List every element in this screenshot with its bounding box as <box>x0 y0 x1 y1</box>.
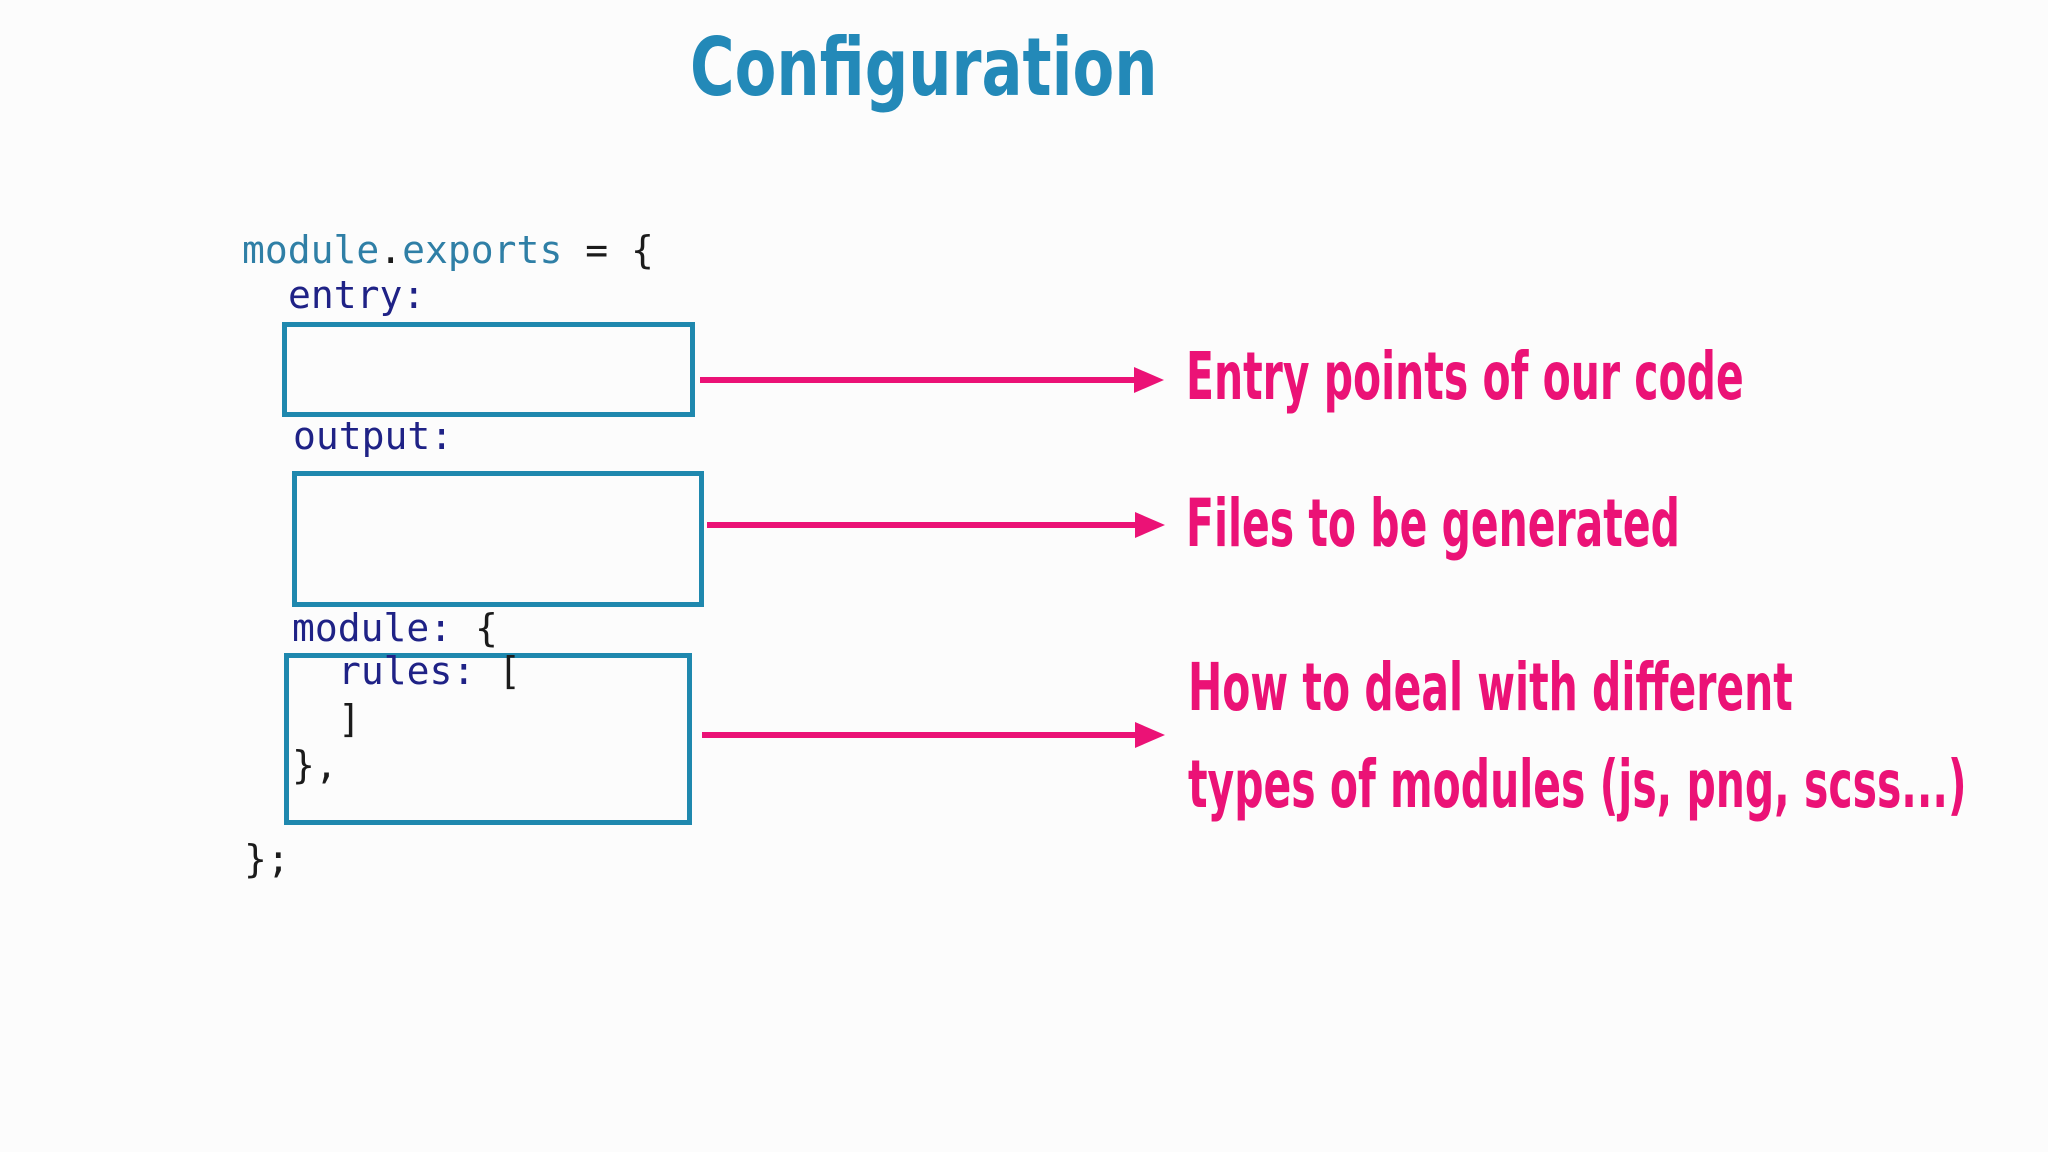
output-annotation: Files to be generated <box>1186 485 1680 562</box>
module-annotation-line-1: How to deal with different <box>1188 649 1793 726</box>
code-token-exports: exports <box>402 228 563 272</box>
entry-arrow-head-icon <box>1134 367 1164 393</box>
code-token-module: module <box>242 228 380 272</box>
code-rules-close-bracket: ] <box>338 697 361 741</box>
output-arrow-line <box>707 522 1140 528</box>
module-annotation-line-2: types of modules (js, png, scss...) <box>1188 746 1967 823</box>
code-keyword-output: output: <box>293 414 454 458</box>
code-token-assignment: = { <box>562 228 654 272</box>
code-token-rules-open-bracket: [ <box>475 649 522 693</box>
module-arrow-head-icon <box>1135 722 1165 748</box>
code-line-module-exports: module.exports = { <box>242 231 654 269</box>
entry-value-box <box>282 322 695 417</box>
module-rules-box <box>284 653 692 825</box>
output-value-box <box>292 471 704 607</box>
code-keyword-entry: entry: <box>288 273 426 317</box>
entry-arrow-line <box>700 377 1140 383</box>
code-token-module-key: module: <box>292 606 453 650</box>
code-token-module-open-brace: { <box>452 606 498 650</box>
module-arrow-line <box>702 732 1140 738</box>
module-annotation: How to deal with different types of modul… <box>1188 639 1967 833</box>
code-module-close-brace: }, <box>292 743 338 787</box>
code-keyword-rules: rules: [ <box>338 652 521 690</box>
code-keyword-module: module: { <box>292 609 498 647</box>
output-arrow-head-icon <box>1135 512 1165 538</box>
page-title: Configuration <box>690 21 1158 114</box>
code-token-rules-key: rules: <box>338 649 476 693</box>
entry-annotation: Entry points of our code <box>1186 338 1744 415</box>
code-exports-close: }; <box>244 837 290 881</box>
code-token-dot: . <box>379 228 403 272</box>
